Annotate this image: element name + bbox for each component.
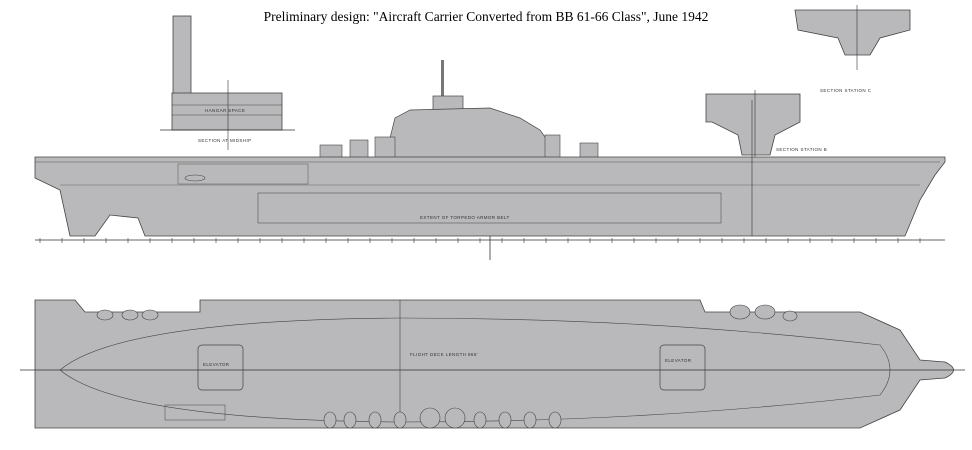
section-b-label: SECTION STATION B: [776, 147, 827, 152]
armor-belt-label: EXTENT OF TORPEDO ARMOR BELT: [420, 215, 510, 220]
drawing-title: Preliminary design: "Aircraft Carrier Co…: [263, 9, 709, 24]
fwd-elevator-label: ELEVATOR: [665, 358, 692, 363]
section-c-label: SECTION STATION C: [820, 88, 872, 93]
midship-section: HANGAR SPACE SECTION AT MIDSHIP: [160, 15, 295, 150]
aft-elevator-label: ELEVATOR: [203, 362, 230, 367]
side-profile: EXTENT OF TORPEDO ARMOR BELT: [34, 60, 946, 260]
section-midship-label: SECTION AT MIDSHIP: [198, 138, 252, 143]
fwd-elevator: [659, 344, 706, 391]
section-c: SECTION STATION C: [794, 5, 911, 93]
aft-elevator: [197, 344, 244, 391]
plan-view: ELEVATOR ELEVATOR FLIGHT DECK LENGTH 866…: [20, 299, 965, 429]
hangar-space-label: HANGAR SPACE: [205, 108, 245, 113]
flight-deck-label: FLIGHT DECK LENGTH 866': [410, 352, 478, 357]
